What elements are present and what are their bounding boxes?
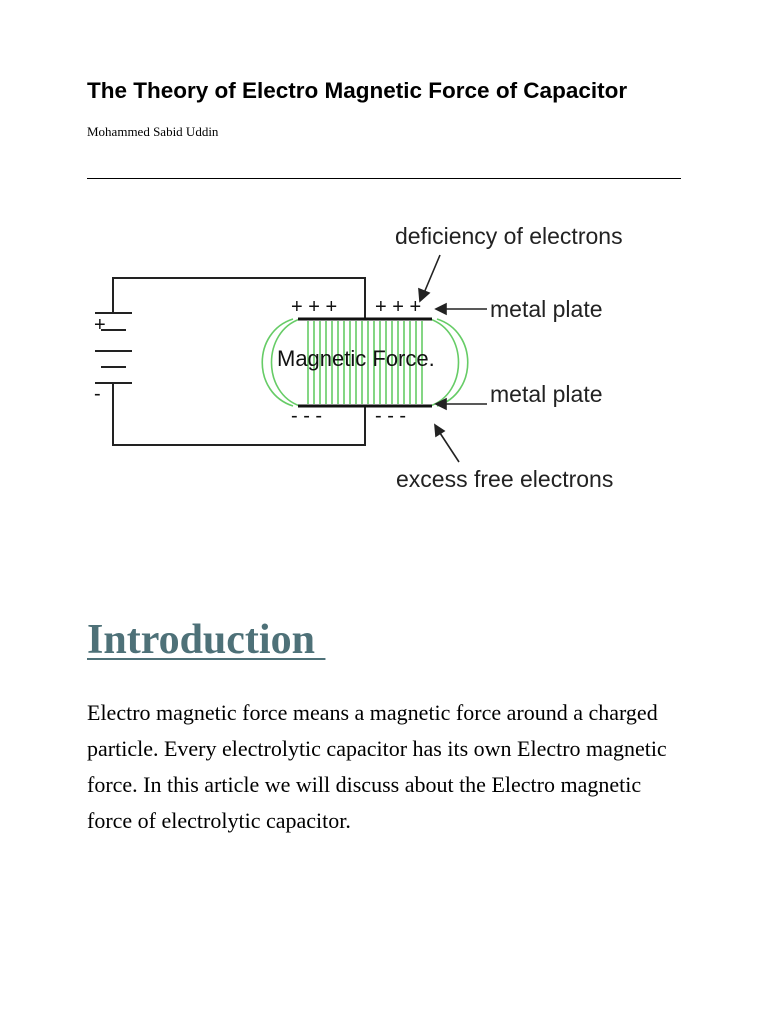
section-heading: Introduction bbox=[87, 617, 326, 663]
capacitor-diagram: + - + + + + + + - - - - - - Magnetic For… bbox=[0, 200, 768, 510]
excess-free-electrons-label: excess free electrons bbox=[396, 466, 613, 492]
bottom-charges-left: - - - bbox=[291, 405, 322, 427]
label-arrows bbox=[418, 254, 487, 463]
battery-minus-sign: - bbox=[94, 383, 101, 405]
intro-paragraph: Electro magnetic force means a magnetic … bbox=[87, 700, 667, 833]
metal-plate-bottom-label: metal plate bbox=[490, 381, 603, 407]
document-title: The Theory of Electro Magnetic Force of … bbox=[87, 78, 628, 103]
magnetic-field-lines bbox=[261, 318, 469, 407]
metal-plate-top-label: metal plate bbox=[490, 296, 603, 322]
magnetic-force-label: Magnetic Force. bbox=[277, 346, 435, 371]
top-charges-right: + + + bbox=[375, 296, 421, 318]
author-name: Mohammed Sabid Uddin bbox=[87, 124, 219, 139]
bottom-charges-right: - - - bbox=[375, 405, 406, 427]
deficiency-of-electrons-label: deficiency of electrons bbox=[395, 223, 623, 249]
battery-symbol bbox=[95, 312, 132, 384]
top-charges-left: + + + bbox=[291, 296, 337, 318]
circuit-wires bbox=[112, 277, 366, 446]
title-divider bbox=[87, 178, 681, 179]
battery-plus-sign: + bbox=[94, 314, 106, 336]
